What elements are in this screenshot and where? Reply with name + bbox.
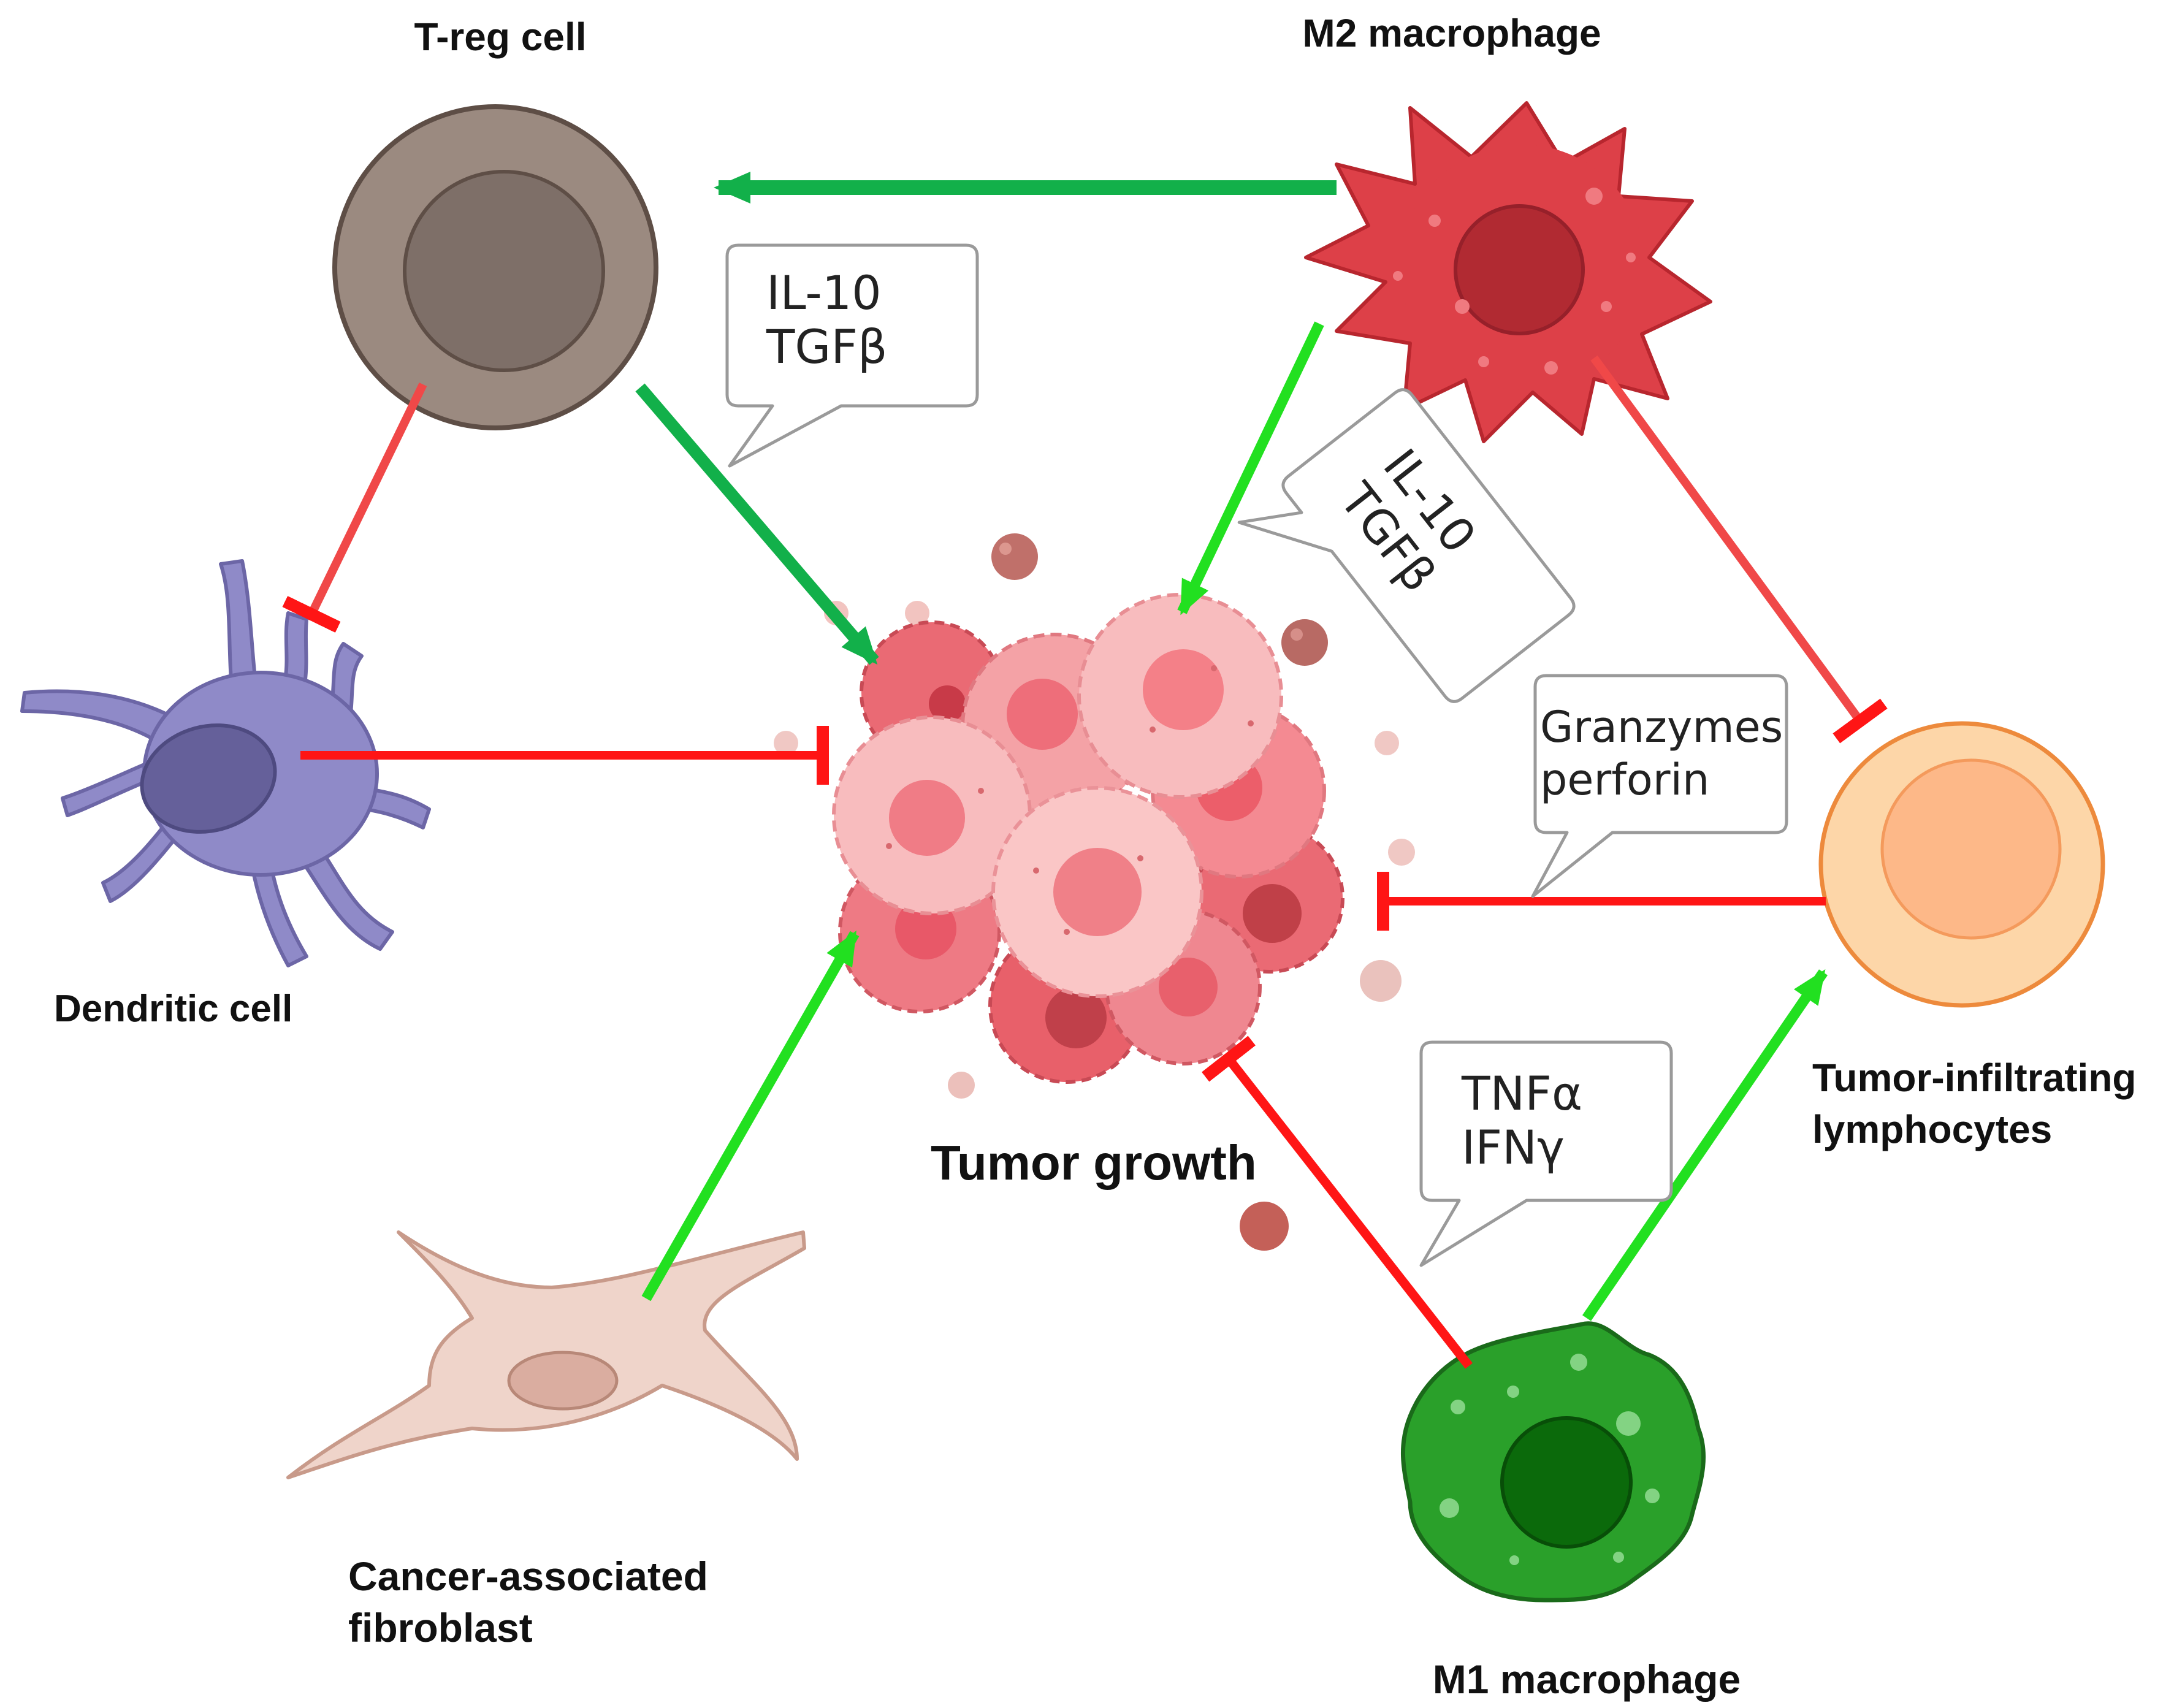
- treg-bubble-line2: TGFβ: [766, 319, 888, 374]
- m1-to-til-arrow: [1582, 969, 1828, 1321]
- m2-cytokine-bubble: IL-10 TGFβ: [1237, 388, 1576, 703]
- cancer-associated-fibroblast-cell: [286, 1230, 806, 1479]
- til-bubble-line1: Granzymes: [1540, 702, 1783, 752]
- treg-cytokine-bubble: IL-10 TGFβ: [725, 243, 979, 468]
- til-label-line1: Tumor-infiltrating: [1812, 1056, 2137, 1100]
- dendritic-cell-label: Dendritic cell: [54, 988, 292, 1030]
- m1-macrophage-label: M1 macrophage: [1433, 1657, 1741, 1702]
- treg-inhibits-dendritic: [282, 382, 427, 633]
- tumor-growth-label: Tumor growth: [931, 1135, 1257, 1190]
- m1-bubble-line2: IFNγ: [1462, 1120, 1565, 1175]
- m2-macrophage-label: M2 macrophage: [1302, 11, 1601, 55]
- til-bubble-line2: perforin: [1540, 755, 1709, 805]
- tumor-infiltrating-lymphocyte-cell: [1818, 721, 2105, 1008]
- m1-macrophage-cell: [1401, 1321, 1706, 1603]
- m1-bubble-line1: TNFα: [1461, 1066, 1582, 1121]
- m1-cytokine-bubble: TNFα IFNγ: [1419, 1040, 1673, 1267]
- m2-to-tumor-arrow: [1177, 321, 1324, 616]
- m2-inhibits-til: [1590, 355, 1888, 744]
- treg-to-tumor-arrow: [635, 383, 879, 665]
- m1-inhibits-tumor: [1202, 1035, 1473, 1369]
- treg-cell-label: T-reg cell: [414, 15, 587, 59]
- dendritic-cell: [20, 559, 431, 967]
- til-cytotoxic-bubble: Granzymes perforin: [1531, 674, 1788, 898]
- m2-macrophage-cell: [1304, 101, 1712, 443]
- treg-cell: [332, 104, 658, 430]
- caf-label-line1: Cancer-associated: [348, 1554, 708, 1599]
- treg-bubble-line1: IL-10: [766, 265, 882, 320]
- tumor-cell-cluster: [774, 533, 1415, 1251]
- interaction-arrows: [282, 172, 1888, 1369]
- caf-to-tumor-arrow: [641, 930, 860, 1302]
- til-label-line2: lymphocytes: [1812, 1107, 2052, 1151]
- caf-label-line2: fibroblast: [348, 1605, 533, 1650]
